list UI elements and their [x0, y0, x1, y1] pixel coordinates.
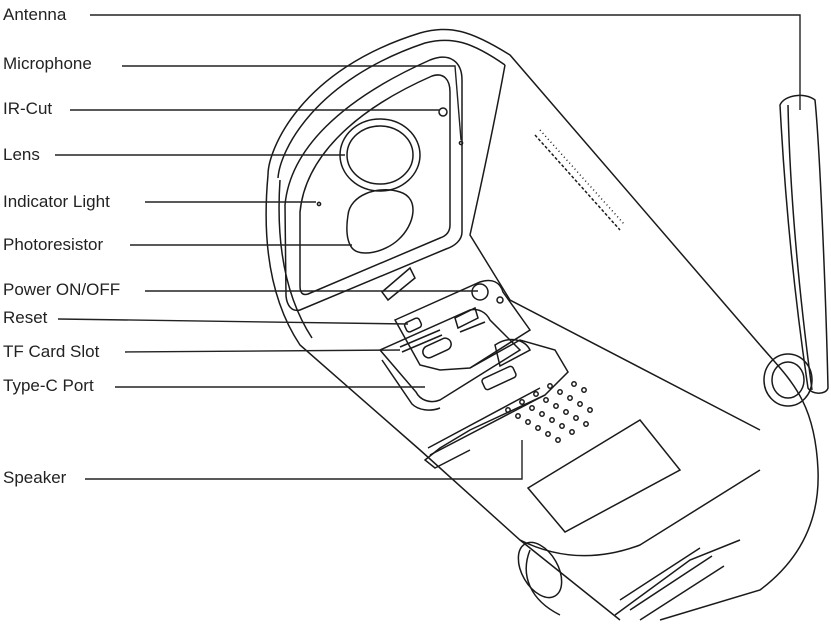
- brand-logo-strip: [534, 129, 625, 231]
- lens: [339, 118, 421, 192]
- label-photoresistor: Photoresistor: [3, 235, 104, 254]
- speaker-hole: [557, 389, 563, 395]
- speaker-hole: [573, 415, 579, 421]
- speaker-hole: [529, 405, 535, 411]
- speaker-hole: [505, 407, 511, 413]
- leader-lines: [55, 14, 801, 480]
- speaker-hole: [515, 413, 521, 419]
- label-power-on-off: Power ON/OFF: [3, 280, 121, 299]
- speaker-hole: [525, 419, 531, 425]
- power-button: [471, 283, 489, 301]
- reset-hole: [403, 317, 423, 333]
- speaker-hole: [569, 429, 575, 435]
- speaker-hole: [539, 411, 545, 417]
- speaker-grille: [505, 381, 593, 443]
- label-microphone: Microphone: [3, 54, 92, 73]
- label-lens: Lens: [3, 145, 40, 164]
- speaker-hole: [545, 431, 551, 437]
- speaker-hole: [581, 387, 587, 393]
- speaker-hole: [535, 425, 541, 431]
- port-cover-flap: [423, 338, 569, 469]
- speaker-hole: [571, 381, 577, 387]
- product-label-area: [526, 419, 682, 533]
- speaker-hole: [559, 423, 565, 429]
- speaker-hole: [587, 407, 593, 413]
- speaker-hole: [563, 409, 569, 415]
- speaker-hole: [549, 417, 555, 423]
- speaker-hole: [555, 437, 561, 443]
- label-tf-card-slot: TF Card Slot: [3, 342, 100, 361]
- label-antenna: Antenna: [3, 5, 67, 24]
- ir-cut-sensor: [438, 107, 448, 117]
- label-speaker: Speaker: [3, 468, 67, 487]
- antenna: [763, 94, 829, 407]
- label-type-c-port: Type-C Port: [3, 376, 94, 395]
- tf-card-slot: [399, 329, 443, 353]
- indicator-light: [316, 201, 322, 207]
- type-c-port: [422, 337, 452, 359]
- front-face: [284, 56, 463, 312]
- speaker-hole: [533, 391, 539, 397]
- speaker-hole: [577, 401, 583, 407]
- photoresistor: [346, 189, 414, 254]
- camera-body: [265, 28, 819, 621]
- label-reset: Reset: [3, 308, 48, 327]
- speaker-hole: [543, 397, 549, 403]
- label-ir-cut: IR-Cut: [3, 99, 53, 118]
- label-indicator-light: Indicator Light: [3, 192, 110, 211]
- speaker-hole: [519, 399, 525, 405]
- speaker-hole: [547, 383, 553, 389]
- speaker-hole: [583, 421, 589, 427]
- microphone-hole: [458, 140, 464, 146]
- speaker-hole: [553, 403, 559, 409]
- port-panel: [378, 266, 532, 411]
- speaker-hole: [567, 395, 573, 401]
